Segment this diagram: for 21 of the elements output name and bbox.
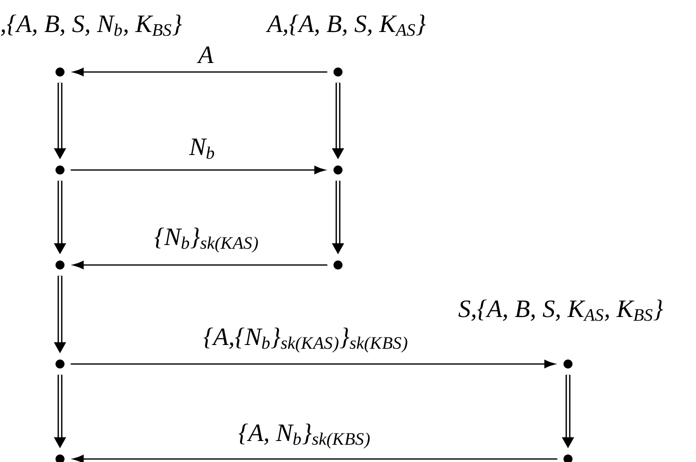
dot	[334, 166, 342, 174]
arrow	[72, 68, 328, 76]
dot	[56, 360, 64, 368]
arrow	[72, 454, 558, 462]
dot	[56, 68, 64, 76]
dot	[564, 360, 572, 368]
edge-label: {A,{N$_{b}$}$_{sk(KAS)}$}$_{sk(KBS)}$	[202, 326, 410, 354]
edge-label: {N$_{b}$}$_{sk(KAS)}$	[153, 226, 260, 254]
node-caption: S,{A, B, S, K$_{AS}$, K$_{BS}$}	[458, 300, 663, 321]
dot	[56, 260, 64, 270]
arrow	[72, 260, 328, 270]
dot	[334, 260, 342, 270]
node-caption: A,{A, B, S, K$_{AS}$}	[266, 14, 426, 36]
edge-label: A	[196, 46, 214, 64]
dot	[334, 68, 342, 76]
node-caption: ,{A, B, S, N$_{b}$, K$_{BS}$}	[1, 14, 182, 36]
edge-label: N$_{b}$	[188, 138, 216, 160]
arrow	[70, 360, 556, 368]
dot	[56, 166, 64, 174]
edge-label: {A, N$_{b}$}$_{sk(KBS)}$	[237, 422, 372, 450]
arrow	[70, 166, 326, 174]
